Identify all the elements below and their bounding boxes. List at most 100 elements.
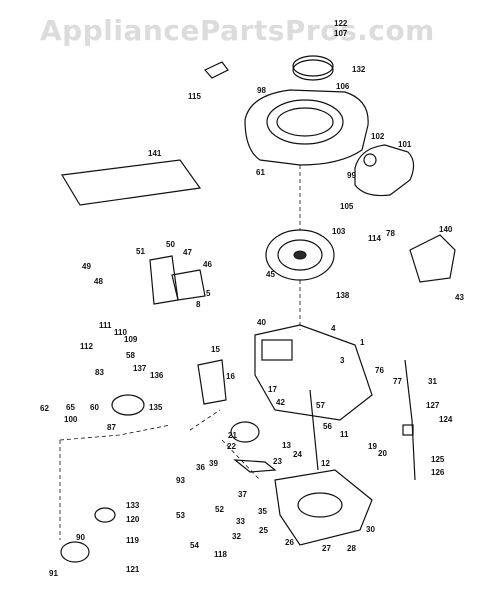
callout-20: 20 <box>378 449 387 458</box>
callout-101: 101 <box>398 140 412 149</box>
callout-39: 39 <box>209 459 218 468</box>
dipstick-tube <box>402 359 416 481</box>
callout-46: 46 <box>203 260 212 269</box>
oil-base <box>274 469 373 546</box>
watermark: AppliancePartsPros.com <box>40 14 435 47</box>
callout-140: 140 <box>439 225 453 234</box>
callout-25: 25 <box>259 526 268 535</box>
callout-136: 136 <box>150 371 164 380</box>
callout-122: 122 <box>334 19 348 28</box>
callout-22: 22 <box>227 442 236 451</box>
flywheel <box>265 229 335 281</box>
callout-47: 47 <box>183 248 192 257</box>
callout-83: 83 <box>95 368 104 377</box>
callout-33: 33 <box>236 517 245 526</box>
air-cleaner-body <box>409 234 456 283</box>
callout-115: 115 <box>188 92 201 101</box>
callout-53: 53 <box>176 511 185 520</box>
callout-24: 24 <box>293 450 302 459</box>
callout-1: 1 <box>360 338 365 347</box>
carburetor <box>149 255 206 305</box>
callout-93: 93 <box>176 476 185 485</box>
blower-housing <box>244 89 369 166</box>
callout-60: 60 <box>90 403 99 412</box>
callout-102: 102 <box>371 132 385 141</box>
callout-21: 21 <box>228 431 237 440</box>
callout-48: 48 <box>94 277 103 286</box>
governor-assembly <box>111 359 227 416</box>
callout-118: 118 <box>214 550 227 559</box>
callout-100: 100 <box>64 415 78 424</box>
callout-114: 114 <box>368 234 381 243</box>
callout-112: 112 <box>80 342 93 351</box>
callout-3: 3 <box>340 356 345 365</box>
callout-57: 57 <box>316 401 325 410</box>
callout-31: 31 <box>428 377 437 386</box>
callout-135: 135 <box>149 403 163 412</box>
decal <box>61 159 202 206</box>
callout-106: 106 <box>336 82 350 91</box>
callout-49: 49 <box>82 262 91 271</box>
callout-138: 138 <box>336 291 350 300</box>
callout-37: 37 <box>238 490 247 499</box>
callout-8: 8 <box>196 300 201 309</box>
callout-12: 12 <box>321 459 330 468</box>
callout-45: 45 <box>266 270 275 279</box>
callout-56: 56 <box>323 422 332 431</box>
callout-90: 90 <box>76 533 85 542</box>
callout-141: 141 <box>148 149 162 158</box>
callout-42: 42 <box>276 398 285 407</box>
callout-133: 133 <box>126 501 140 510</box>
callout-87: 87 <box>107 423 116 432</box>
callout-65: 65 <box>66 403 75 412</box>
callout-61: 61 <box>256 168 265 177</box>
callout-99: 99 <box>347 171 356 180</box>
callout-111: 111 <box>99 321 112 330</box>
fuel-cap <box>292 55 334 81</box>
callout-58: 58 <box>126 351 135 360</box>
callout-19: 19 <box>368 442 377 451</box>
starter-cup <box>60 507 116 563</box>
callouts: 122 107 132 115 98 106 102 101 141 61 99… <box>40 19 464 578</box>
callout-76: 76 <box>375 366 384 375</box>
callout-27: 27 <box>322 544 331 553</box>
crankshaft <box>230 389 319 473</box>
callout-26: 26 <box>285 538 294 547</box>
callout-126: 126 <box>431 468 445 477</box>
muffler <box>354 144 415 197</box>
callout-52: 52 <box>215 505 224 514</box>
callout-77: 77 <box>393 377 402 386</box>
callout-62: 62 <box>40 404 49 413</box>
callout-120: 120 <box>126 515 140 524</box>
callout-35: 35 <box>258 507 267 516</box>
callout-4: 4 <box>331 324 336 333</box>
callout-50: 50 <box>166 240 175 249</box>
callout-36: 36 <box>196 463 205 472</box>
callout-5: 5 <box>206 289 211 298</box>
callout-40: 40 <box>257 318 266 327</box>
callout-28: 28 <box>347 544 356 553</box>
callout-32: 32 <box>232 532 241 541</box>
cylinder-block <box>254 324 373 421</box>
callout-132: 132 <box>352 65 366 74</box>
callout-11: 11 <box>340 430 349 439</box>
callout-107: 107 <box>334 29 348 38</box>
callout-17: 17 <box>268 385 277 394</box>
callout-127: 127 <box>426 401 440 410</box>
callout-98: 98 <box>257 86 266 95</box>
callout-125: 125 <box>431 455 445 464</box>
callout-119: 119 <box>126 536 139 545</box>
callout-16: 16 <box>226 372 235 381</box>
air-filter-tag <box>204 61 229 79</box>
callout-124: 124 <box>439 415 453 424</box>
callout-137: 137 <box>133 364 147 373</box>
callout-54: 54 <box>190 541 199 550</box>
alignment-lines <box>59 165 301 540</box>
callout-121: 121 <box>126 565 140 574</box>
callout-51: 51 <box>136 247 145 256</box>
callout-78: 78 <box>386 229 395 238</box>
callout-15: 15 <box>211 345 220 354</box>
callout-13: 13 <box>282 441 291 450</box>
